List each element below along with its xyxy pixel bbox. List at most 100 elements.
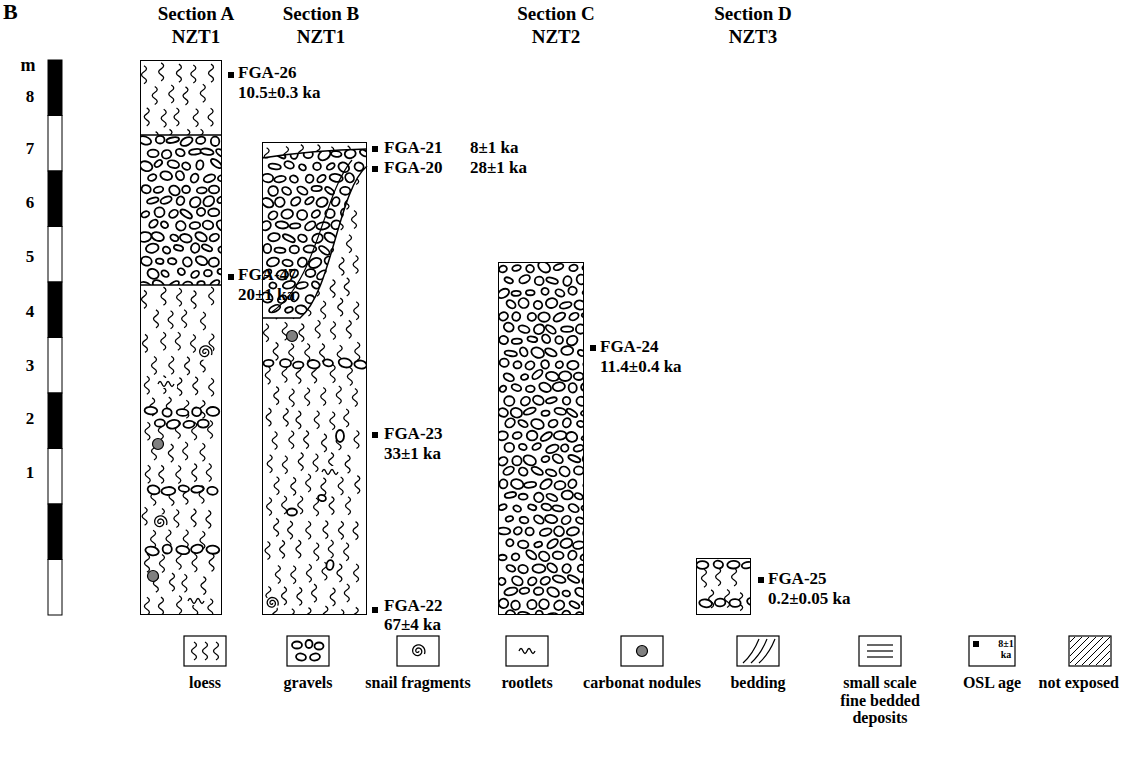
loess-symbol bbox=[344, 409, 349, 427]
pebble-symbol bbox=[526, 576, 538, 587]
loess-symbol bbox=[177, 288, 182, 306]
carbonate-nodule bbox=[637, 646, 648, 657]
pebble-symbol bbox=[167, 279, 180, 285]
pebble-symbol bbox=[525, 264, 535, 274]
loess-symbol bbox=[345, 455, 350, 473]
pebble-symbol bbox=[532, 299, 543, 310]
loess-symbol bbox=[345, 497, 350, 515]
pebble-symbol bbox=[267, 210, 279, 222]
swatch-content bbox=[867, 645, 893, 657]
pebble-symbol bbox=[201, 194, 216, 208]
pebble-symbol bbox=[154, 207, 165, 218]
pebble-symbol bbox=[326, 162, 336, 171]
pebble-symbol bbox=[163, 545, 172, 554]
pebble-symbol bbox=[498, 407, 509, 418]
pebble-symbol bbox=[151, 278, 167, 285]
pebble-symbol bbox=[560, 514, 572, 526]
loess-symbol bbox=[191, 291, 196, 309]
pebble-symbol bbox=[715, 598, 726, 606]
pebble-symbol bbox=[189, 172, 200, 184]
pebble-symbol bbox=[527, 504, 537, 511]
mixed-layer bbox=[696, 560, 751, 611]
loess-symbol bbox=[337, 564, 342, 582]
swatch-content bbox=[192, 642, 219, 660]
pebble-symbol bbox=[502, 321, 515, 333]
pebble-symbol bbox=[498, 265, 507, 273]
pebble-symbol bbox=[546, 562, 559, 575]
loess-symbol bbox=[183, 530, 188, 548]
bedding-line bbox=[759, 639, 775, 663]
loess-symbol bbox=[313, 454, 318, 472]
pebble-symbol bbox=[568, 286, 578, 295]
snail-ground bbox=[197, 344, 213, 360]
loess-symbol bbox=[176, 64, 181, 82]
pebble-symbol bbox=[567, 502, 580, 513]
pebble-symbol bbox=[147, 173, 157, 182]
pebble-symbol bbox=[575, 395, 584, 407]
loess-symbol bbox=[322, 434, 327, 452]
pebble-symbol bbox=[545, 468, 557, 477]
scale-segment bbox=[48, 282, 62, 338]
section-title: Section C bbox=[517, 3, 595, 26]
pebble-symbol bbox=[160, 269, 170, 278]
pebble-symbol bbox=[524, 481, 537, 488]
pebble-symbol bbox=[209, 157, 222, 169]
pebble-symbol bbox=[502, 465, 515, 477]
section-column: Section CNZT2 bbox=[498, 262, 584, 615]
loess-symbol bbox=[191, 335, 196, 353]
site-code: NZT3 bbox=[714, 26, 792, 49]
pebble-symbol bbox=[293, 361, 304, 369]
pebble-symbol bbox=[215, 148, 222, 159]
sample-id: FGA-25 bbox=[768, 570, 827, 589]
section-heading: Section CNZT2 bbox=[517, 3, 595, 49]
pebble-symbol bbox=[174, 219, 187, 232]
loess-symbol bbox=[206, 463, 211, 481]
osl-marker bbox=[228, 72, 234, 78]
snail-ground bbox=[265, 596, 279, 610]
pebble-symbol bbox=[532, 514, 545, 526]
pebble-symbol bbox=[517, 540, 529, 549]
pebble-symbol bbox=[318, 291, 330, 303]
loess-symbol bbox=[314, 498, 319, 516]
pebble-symbol bbox=[519, 494, 528, 500]
pebble-symbol bbox=[552, 551, 563, 559]
hatch-line bbox=[1109, 637, 1110, 665]
pebble-symbol bbox=[162, 245, 172, 255]
loess-symbol bbox=[183, 87, 188, 105]
pebble-symbol bbox=[306, 640, 313, 648]
pebble-symbol bbox=[304, 196, 315, 206]
pebble-symbol bbox=[527, 312, 537, 322]
loess-symbol bbox=[182, 310, 187, 328]
pebble-symbol bbox=[518, 346, 529, 358]
pebble-symbol bbox=[344, 291, 358, 304]
pebble-symbol bbox=[552, 505, 564, 513]
pebble-symbol bbox=[499, 358, 509, 367]
pebble-symbol bbox=[565, 431, 578, 443]
loess-symbol bbox=[338, 521, 343, 539]
scale-bar bbox=[48, 60, 62, 615]
pebble-symbol bbox=[148, 150, 159, 158]
pebble-symbol bbox=[345, 267, 359, 278]
loess-symbol bbox=[330, 412, 335, 430]
osl-age: 20±1 ka bbox=[238, 286, 295, 305]
pebble-symbol bbox=[553, 263, 564, 272]
pebble-symbol bbox=[354, 360, 367, 370]
loess-symbol bbox=[209, 553, 214, 571]
loess-symbol bbox=[275, 566, 280, 584]
osl-age: 0.2±0.05 ka bbox=[768, 590, 851, 609]
sample-id: FGA-24 bbox=[600, 338, 659, 357]
pebble-symbol bbox=[539, 527, 553, 537]
pebble-symbol bbox=[562, 396, 572, 406]
pebble-symbol bbox=[298, 163, 307, 171]
pebble-symbol bbox=[517, 564, 529, 575]
pebble-symbol bbox=[517, 466, 529, 477]
pebble-symbol bbox=[315, 196, 329, 209]
pebble-symbol bbox=[530, 345, 546, 359]
pebble-symbol bbox=[558, 465, 572, 479]
pebble-symbol bbox=[176, 267, 186, 276]
pebble-symbol bbox=[574, 492, 584, 501]
pebble-symbol bbox=[182, 185, 190, 193]
pebble-symbol bbox=[207, 486, 218, 495]
pebble-symbol bbox=[174, 170, 185, 182]
pebble-symbol bbox=[537, 550, 551, 563]
